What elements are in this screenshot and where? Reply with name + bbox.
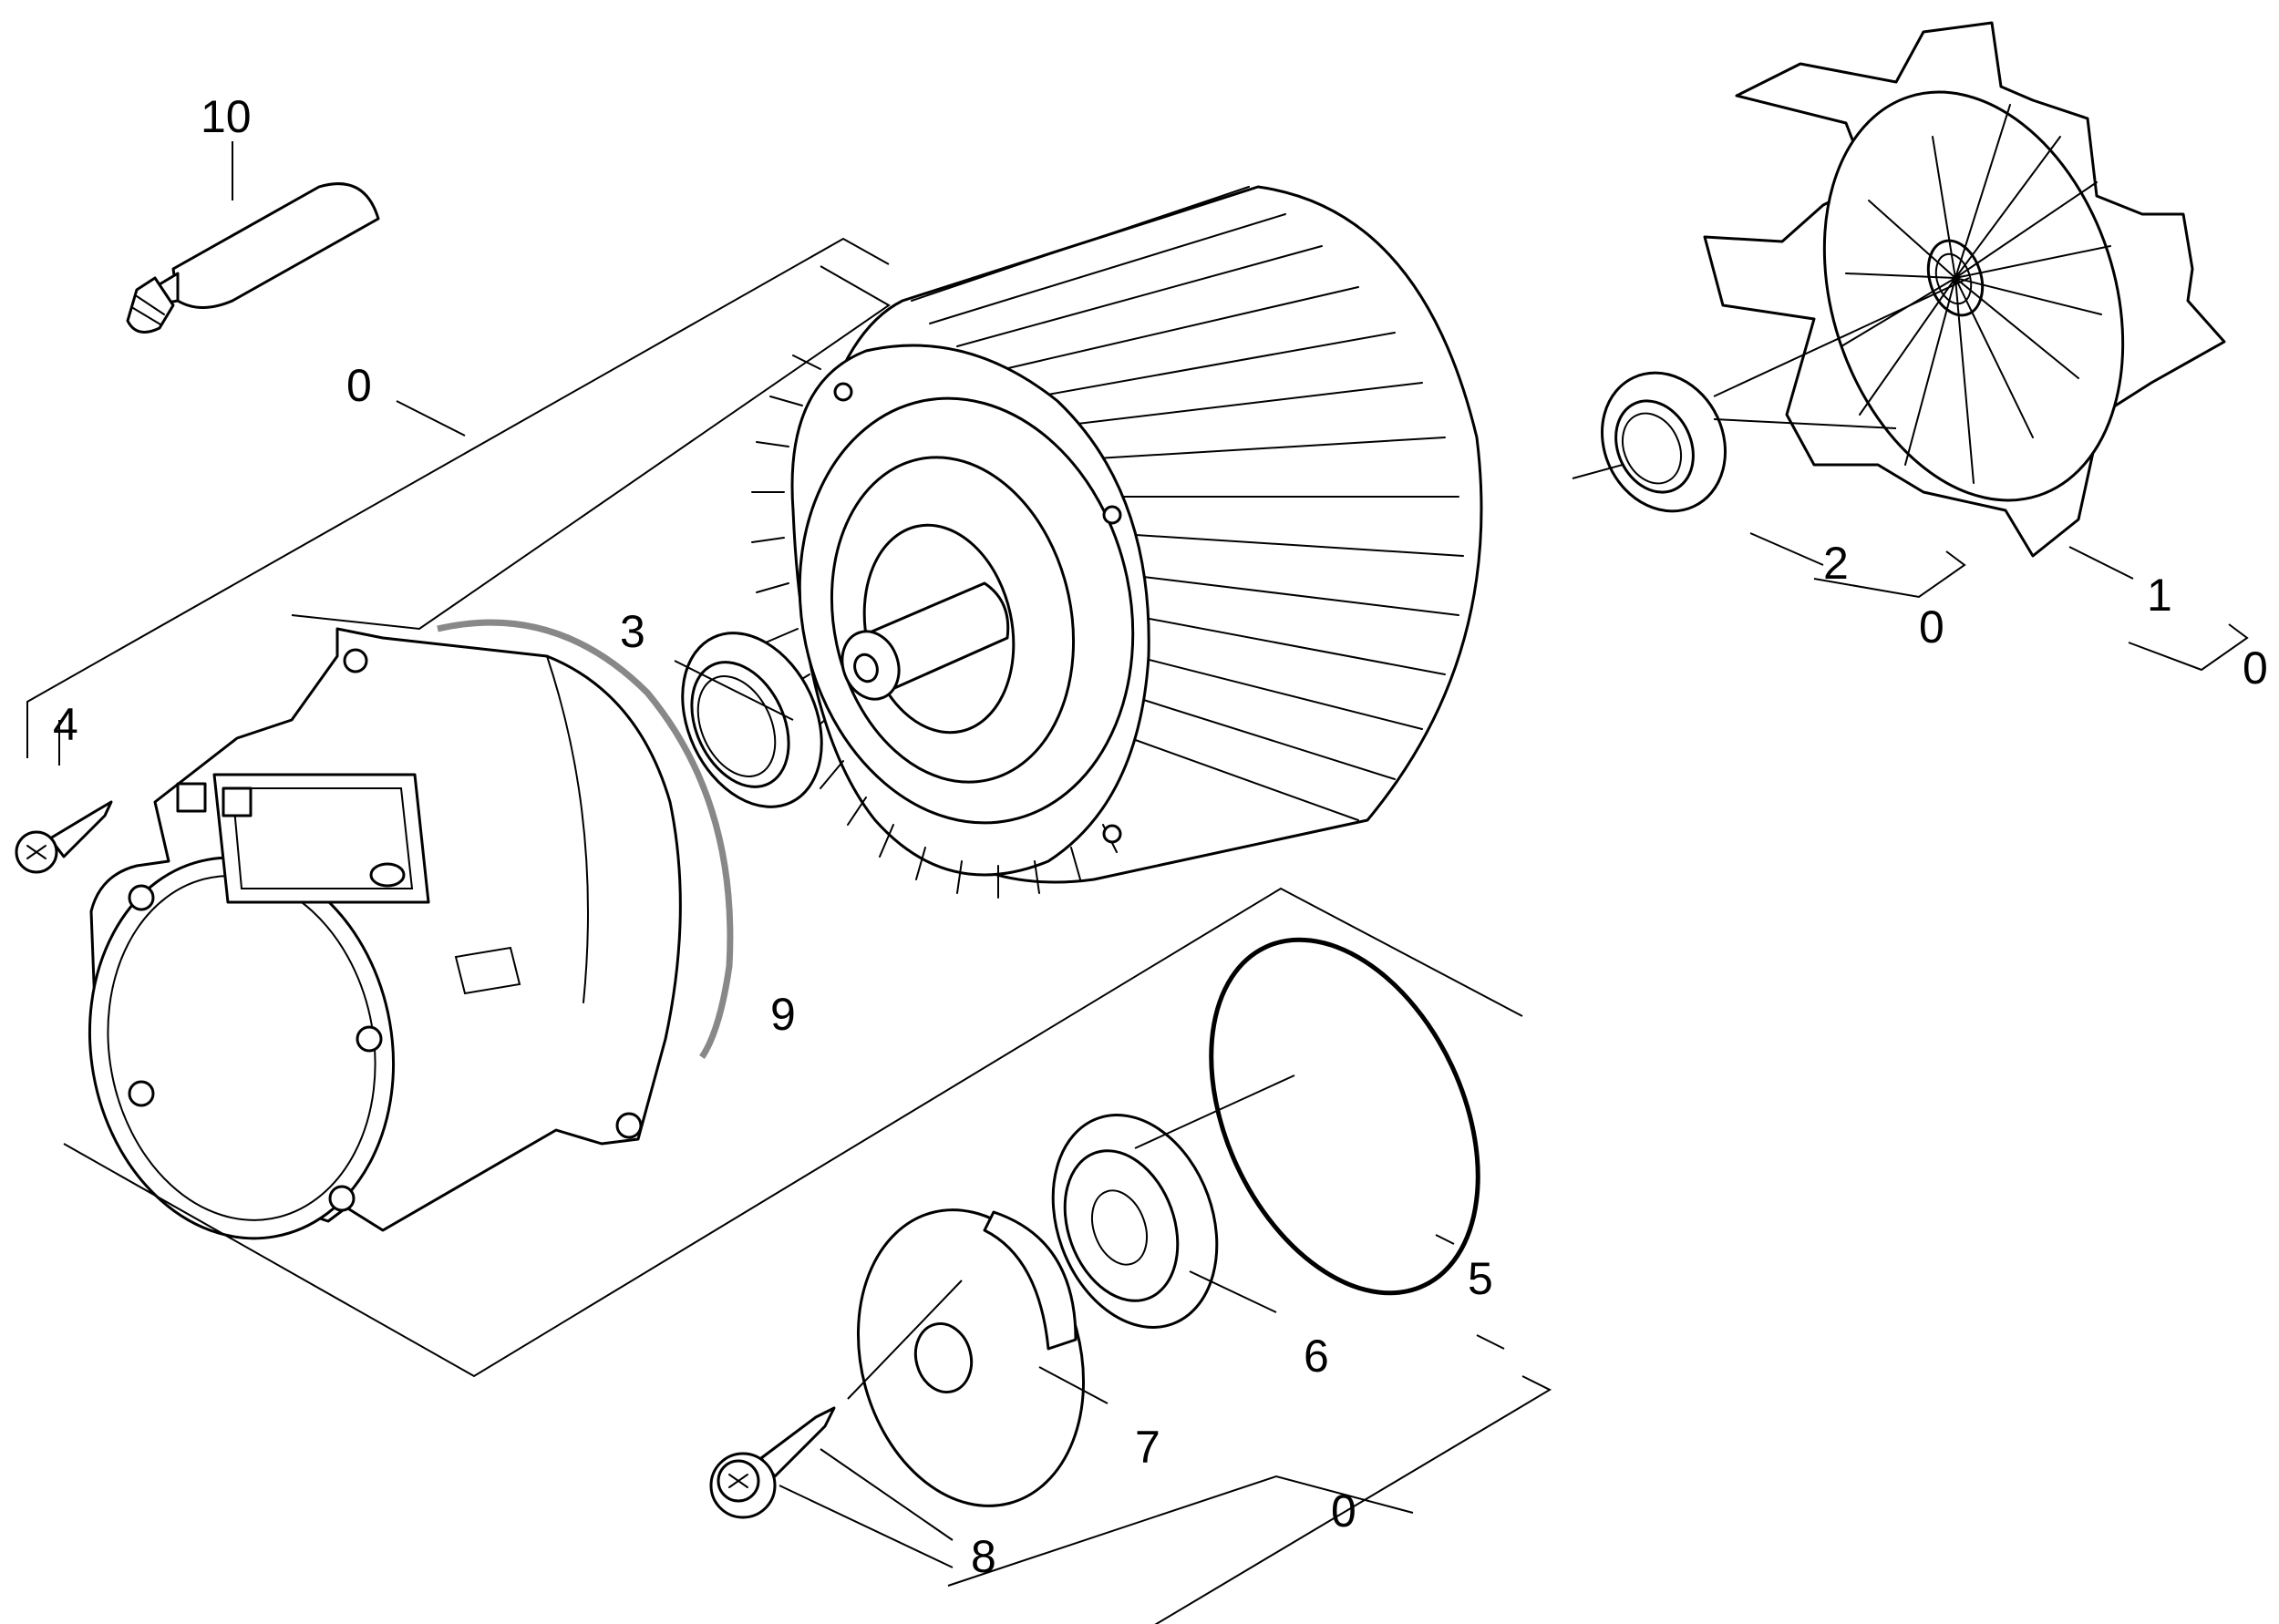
leader-lines <box>26 141 2249 1624</box>
callout-0-endcap: 0 <box>1331 1485 1356 1537</box>
callout-7: 7 <box>1135 1422 1160 1473</box>
callout-5: 5 <box>1468 1253 1493 1304</box>
end-bearing <box>1051 1114 1219 1329</box>
rear-bearing <box>1600 371 1727 513</box>
grease-tube <box>126 182 380 334</box>
callout-0-housing: 0 <box>346 360 372 411</box>
callout-10: 10 <box>201 91 252 142</box>
callout-8: 8 <box>971 1531 996 1582</box>
callout-3: 3 <box>620 606 645 657</box>
end-cap-screw <box>709 1406 836 1519</box>
callout-9: 9 <box>770 989 796 1040</box>
callout-4: 4 <box>53 699 78 750</box>
callout-1: 1 <box>2147 570 2172 621</box>
callout-labels: 10 0 3 4 9 2 0 1 0 5 6 7 0 8 <box>53 91 2268 1582</box>
front-bearing <box>681 632 823 808</box>
o-ring <box>1209 937 1480 1296</box>
callout-2: 2 <box>1823 538 1849 589</box>
end-cap <box>856 1208 1086 1507</box>
callout-0-fan: 0 <box>2243 642 2268 694</box>
stator-motor-body <box>751 185 1483 899</box>
callout-0-bearing: 0 <box>1919 601 1944 653</box>
callout-6: 6 <box>1304 1331 1329 1382</box>
motor-housing <box>88 627 682 1240</box>
housing-screw <box>15 800 113 874</box>
gasket-ring <box>437 619 734 1059</box>
cooling-fan <box>1703 21 2226 558</box>
